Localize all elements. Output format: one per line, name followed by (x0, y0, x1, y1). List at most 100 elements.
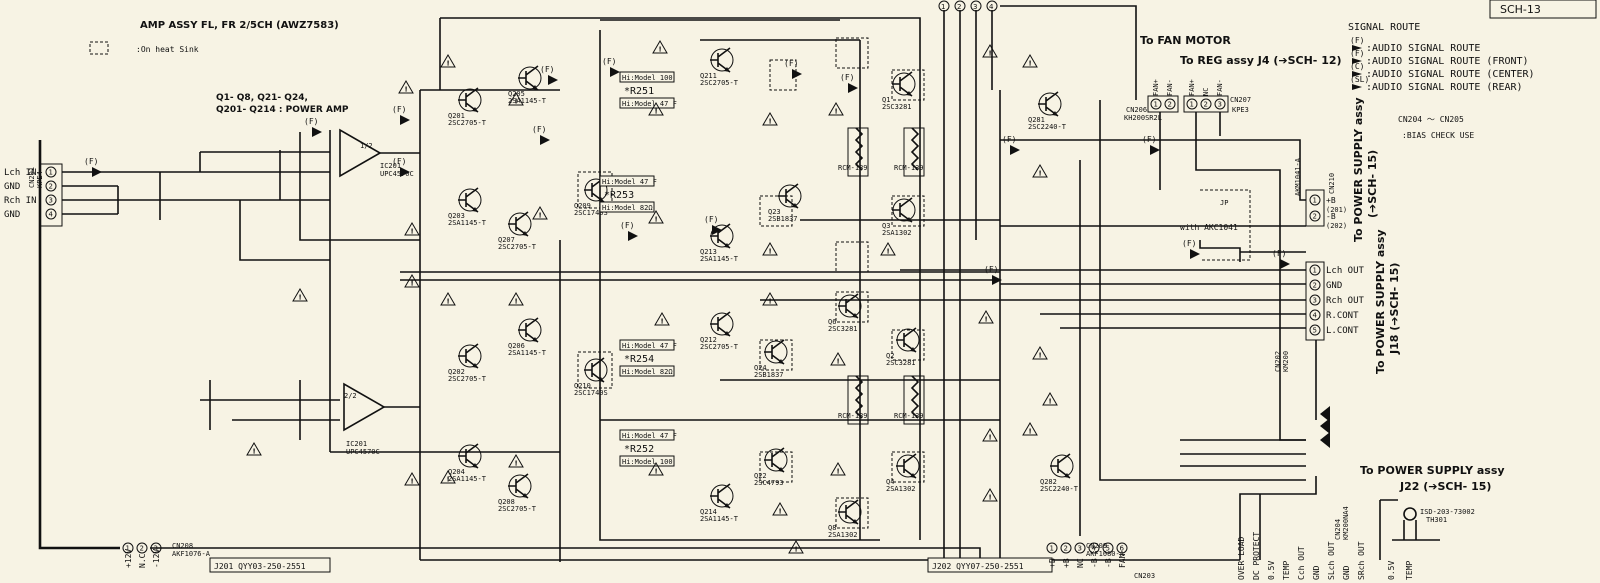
output-pin (1309, 264, 1321, 276)
transistor-ref: Q206 (508, 342, 525, 350)
transistor-part: 2SB1837 (768, 215, 798, 223)
callout-alt: Hi:Model 47 F (622, 100, 677, 108)
input-pin (45, 166, 57, 178)
warning-triangle-icon: ! (978, 310, 994, 324)
bias-range: CN204 ～ CN205 (1398, 115, 1464, 124)
svg-text:!: ! (989, 434, 992, 442)
ic201a-part: UPC4570C (380, 170, 414, 178)
output-connector-ref: CN202 (1274, 351, 1282, 372)
warning-triangle-icon: ! (762, 112, 778, 126)
signal-arrow-icon: (F) (784, 59, 802, 79)
svg-text:2: 2 (140, 545, 144, 553)
output-pin-label: GND (1326, 281, 1342, 291)
transistor-part: 2SC2705-T (448, 119, 487, 127)
output-connector-part: KM200 (1282, 351, 1290, 372)
status-pin-label: 0.5V (1267, 561, 1276, 580)
transistor-ref: Q203 (448, 212, 465, 220)
signal-arrow-icon: (F) (1002, 135, 1020, 155)
transistor-part: 2SC2705-T (448, 375, 487, 383)
callout-ref: *R251 (624, 86, 654, 97)
svg-text:!: ! (779, 508, 782, 516)
input-pin-label: GND (4, 182, 20, 192)
warning-triangle-icon: ! (1022, 54, 1038, 68)
svg-text:To POWER SUPPLY assy: To POWER SUPPLY assy (1374, 229, 1387, 374)
svg-text:!: ! (447, 60, 450, 68)
svg-text:!: ! (1029, 60, 1032, 68)
svg-text:2: 2 (1168, 101, 1172, 109)
route-tag: (F) (704, 215, 718, 224)
transistor-part: 2SB1837 (754, 371, 784, 379)
svg-text:1: 1 (1154, 101, 1158, 109)
thermistor-ref: TH301 (1426, 516, 1447, 524)
ps3-label-a: To POWER SUPPLY assy (1360, 464, 1505, 477)
route-tag: (F) (304, 117, 318, 126)
route-tag: (F) (84, 157, 98, 166)
j202-label: J202 QYY07-250-2551 (932, 562, 1024, 571)
transistor-part: 2SC2705-T (700, 79, 739, 87)
output-pin-label: R.CONT (1326, 311, 1359, 321)
callout-ref: *R254 (624, 354, 654, 365)
power-amp-note-1: Q1- Q8, Q21- Q24, (216, 93, 308, 103)
route-tag: (F) (1350, 49, 1364, 58)
thermistor-part: ISD-203-73002 (1420, 508, 1475, 516)
j202-pin-label: FAN (1118, 553, 1127, 568)
jumper-note: with AKC1041 (1180, 223, 1238, 232)
output-pin-label: Lch OUT (1326, 266, 1365, 276)
input-pin-label: Rch IN (4, 196, 37, 206)
supply-connector-pins: 1+B(201)2-B(202) (1309, 194, 1347, 230)
supply-connector-part: AKM1041-A (1294, 157, 1302, 196)
j202-pin-label: NC (1076, 558, 1085, 568)
power-amp-note-2: Q201- Q214 : POWER AMP (216, 105, 349, 115)
svg-text:2: 2 (1313, 213, 1317, 221)
svg-text:!: ! (253, 448, 256, 456)
callout-ref: *R252 (624, 444, 654, 455)
signal-arrows: (F)(F)(F)(F)(F)(F)(F)(F)(F)(F)(F)(F)(F)(… (84, 57, 1330, 448)
status-pin-label: SRch OUT (1357, 541, 1366, 580)
warning-triangle-icon: ! (1022, 422, 1038, 436)
svg-text:!: ! (405, 86, 408, 94)
callout-grade: Hi:Model 100 (622, 74, 673, 82)
transistor-ref: Q208 (498, 498, 515, 506)
jumper: with AKC1041 JP (1180, 189, 1251, 261)
input-pin-label: GND (4, 210, 20, 220)
svg-text:1: 1 (941, 3, 945, 11)
warning-triangle-icon: ! (404, 274, 420, 288)
warning-triangle-icon: ! (982, 488, 998, 502)
route-arrow-icon (1352, 58, 1362, 64)
signal-arrow-icon: (F) (1182, 239, 1200, 259)
ps1-label: To POWER SUPPLY assy (➔SCH- 15) (1352, 97, 1379, 242)
callout-grade: Hi:Model 47 F (622, 432, 677, 440)
warning-triangle-icon: ! (404, 472, 420, 486)
transistor-ref: Q23 (768, 208, 781, 216)
input-pin-label: Lch IN (4, 168, 37, 178)
transistor-ref: Q202 (448, 368, 465, 376)
output-pin (1309, 279, 1321, 291)
j202-pin-label: -B (1090, 558, 1099, 568)
transistor-part: 2SA1145-T (508, 97, 547, 105)
board-title: AMP ASSY FL, FR 2/5CH (AWZ7583) (140, 20, 339, 31)
svg-text:!: ! (515, 298, 518, 306)
warning-triangles: !!!!!!!!!!!!!!!!!!!!!!!!!!!!!!!!!!!! (246, 40, 1058, 554)
bias-note: :BIAS CHECK USE (1402, 131, 1474, 140)
svg-text:!: ! (661, 318, 664, 326)
fan-connector-part: KH200SR2L (1124, 114, 1162, 122)
j201-label: J201 QYY03-250-2551 (214, 562, 306, 571)
cn209-part: AKF1080-A (1086, 550, 1125, 558)
transistor-part: 2SA1145-T (700, 515, 739, 523)
svg-text:RCM-139: RCM-139 (838, 412, 868, 420)
warning-triangle-icon: ! (508, 292, 524, 306)
route-arrow-icon (1352, 84, 1362, 90)
signal-route-heading: SIGNAL ROUTE (1348, 22, 1420, 33)
signal-arrow-icon: (F) (704, 215, 722, 235)
